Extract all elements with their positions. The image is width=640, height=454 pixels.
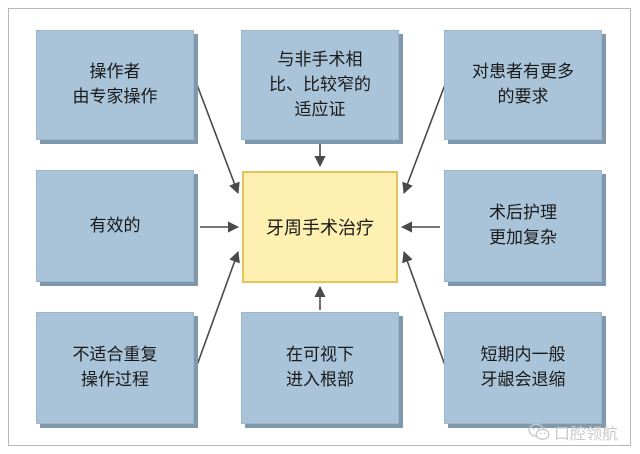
box-bottom-left: 不适合重复 操作过程 [36, 312, 194, 424]
box-line: 操作者 [89, 62, 141, 82]
box-line: 比、比较窄的 [269, 74, 371, 95]
watermark-text: 口腔领航 [553, 424, 618, 443]
watermark: 口腔领航 [528, 420, 618, 444]
box-line: 术后护理 [489, 203, 557, 223]
box-line: 牙龈会退缩 [480, 370, 566, 390]
center-node: 牙周手术治疗 [242, 171, 398, 283]
box-line: 有效的 [89, 215, 141, 236]
arrow-top-left [195, 81, 240, 195]
box-line: 对患者有更多 [472, 62, 574, 82]
box-line: 在可视下 [286, 345, 354, 365]
box-bottom-right: 短期内一般 牙龈会退缩 [444, 312, 602, 424]
box-line: 更加复杂 [489, 228, 557, 248]
wechat-icon [528, 423, 550, 440]
box-line: 不适合重复 [72, 345, 158, 365]
box-mid-right: 术后护理 更加复杂 [444, 170, 602, 282]
box-bottom-center: 在可视下 进入根部 [241, 312, 399, 424]
box-line: 进入根部 [286, 370, 354, 390]
box-top-center: 与非手术相 比、比较窄的 适应证 [241, 30, 399, 140]
box-line: 短期内一般 [480, 345, 566, 365]
arrow-bottom-right [402, 250, 447, 369]
box-top-left: 操作者 由专家操作 [36, 30, 194, 140]
box-line: 适应证 [294, 99, 346, 120]
box-line: 与非手术相 [277, 49, 363, 70]
center-label: 牙周手术治疗 [266, 218, 374, 239]
box-mid-left: 有效的 [36, 170, 194, 282]
arrow-top-right [402, 81, 447, 195]
arrow-bottom-left [195, 250, 240, 369]
box-top-right: 对患者有更多 的要求 [444, 30, 602, 140]
box-line: 操作过程 [81, 370, 149, 390]
box-line: 的要求 [497, 87, 549, 107]
box-line: 由专家操作 [72, 87, 158, 107]
